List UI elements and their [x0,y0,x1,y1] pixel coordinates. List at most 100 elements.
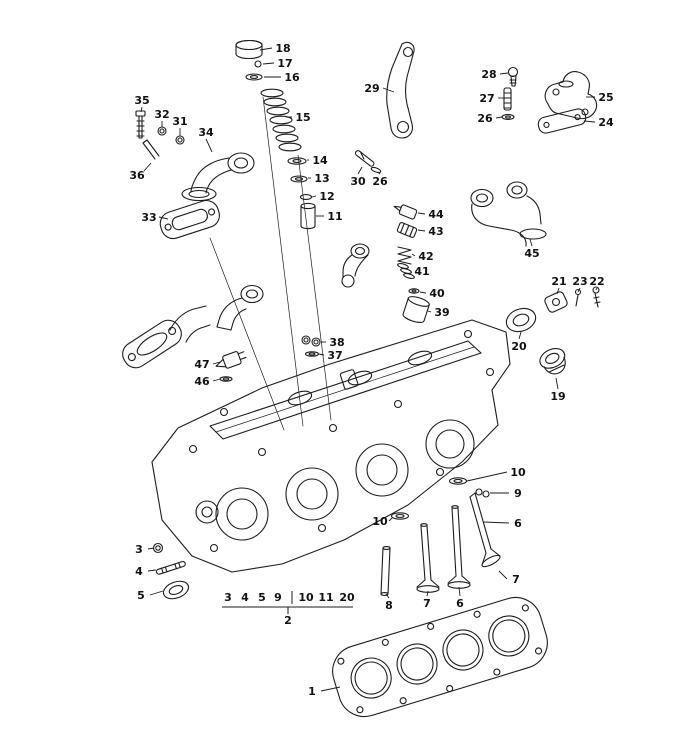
part-callout-47: 47 [194,358,209,371]
part-callout-6: 6 [514,517,522,530]
part-callout-24: 24 [598,116,614,129]
part-callout-37: 37 [327,349,342,362]
group-ref-item-4: 4 [241,591,249,604]
leader-line-10 [466,471,508,482]
part-callout-42: 42 [418,250,433,263]
group-ref-label: 2 [284,614,292,627]
leader-line-20 [518,331,522,340]
leader-line-24 [583,120,596,123]
head-gasket-drawing [332,596,548,718]
leader-line-23 [577,287,581,293]
leader-line-6 [482,521,510,524]
water-neck-34-drawing [181,152,255,202]
leader-line-36 [143,162,152,172]
leader-line-34 [205,138,213,153]
group-ref-item-9: 9 [274,591,282,604]
hardware-21-23-22-drawing [544,286,601,313]
leader-line-39 [427,310,432,313]
part-callout-43: 43 [428,225,443,238]
part-callout-45: 45 [524,247,539,260]
part-callout-25: 25 [598,91,613,104]
leader-line-5 [149,590,164,596]
leader-line-42 [411,253,416,257]
leader-line-40 [419,291,427,294]
part-callout-16: 16 [284,71,300,84]
part-callout-32: 32 [154,108,169,121]
leader-line-45 [529,238,533,247]
left-manifolds-drawing [122,284,264,369]
leader-line-1 [320,686,341,692]
part-callout-14: 14 [312,154,328,167]
part-callout-18: 18 [275,42,290,55]
valve-stack-drawing [235,39,316,230]
leader-line-28 [499,72,509,75]
part-callout-38: 38 [329,336,344,349]
sensor-47-46-drawing [215,351,247,382]
leader-line-7 [426,590,429,597]
seal-20-drawing [505,307,537,333]
group-ref-item-5: 5 [258,591,266,604]
stud-30-washer-26-drawing [354,150,382,174]
part-callout-7: 7 [512,573,520,586]
leader-line-26 [377,171,381,175]
water-flange-25-24-drawing [537,71,598,134]
bracket-drawing [386,41,415,139]
part-callout-9: 9 [514,487,522,500]
leader-line-3 [147,547,155,550]
part-callout-5: 5 [137,589,145,602]
part-callout-41: 41 [414,265,429,278]
leader-line-12 [311,195,317,198]
hardware-3-4-5-drawing [152,542,190,600]
manifold-45-drawing [470,181,547,247]
leader-line-8 [385,593,390,599]
group-ref-item-20: 20 [339,591,355,604]
part-callout-35: 35 [134,94,149,107]
part-callout-11: 11 [327,210,342,223]
part-callout-26: 26 [372,175,388,188]
leader-line-17 [262,62,275,65]
leader-line-41 [408,269,412,272]
part-callout-22: 22 [589,275,604,288]
valves-drawing [380,477,501,596]
part-callout-36: 36 [129,169,145,182]
leader-line-4 [147,569,157,572]
part-callout-31: 31 [172,115,187,128]
leader-line-19 [555,377,559,390]
part-callout-19: 19 [550,390,565,403]
part-callout-6: 6 [456,597,464,610]
leader-line-46 [212,378,221,382]
gasket-33-drawing [159,199,220,240]
part-callout-21: 21 [551,275,566,288]
part-callout-39: 39 [434,306,449,319]
part-callout-30: 30 [350,175,366,188]
part-callout-7: 7 [423,597,431,610]
leader-line-21 [556,287,560,295]
part-callout-40: 40 [429,287,445,300]
part-callout-34: 34 [198,126,214,139]
leader-line-44 [417,212,426,215]
leader-line-10 [388,517,393,522]
part-callout-28: 28 [481,68,496,81]
hardware-35-32-31-36-drawing [135,110,185,160]
leader-line-43 [417,229,426,232]
part-callout-10: 10 [372,515,388,528]
nuts-38-37-drawing [301,335,321,357]
part-callout-46: 46 [194,375,210,388]
part-callout-23: 23 [572,275,587,288]
part-callout-20: 20 [511,340,527,353]
part-callout-17: 17 [277,57,292,70]
leader-line-26 [495,116,503,119]
leader-line-7 [498,570,508,580]
part-callout-8: 8 [385,599,393,612]
part-callout-12: 12 [319,190,334,203]
part-callout-10: 10 [510,466,526,479]
leader-line-47 [212,361,221,365]
part-callout-44: 44 [428,208,444,221]
group-ref-item-3: 3 [224,591,232,604]
leader-line-18 [259,47,273,51]
leader-line-35 [140,106,143,113]
